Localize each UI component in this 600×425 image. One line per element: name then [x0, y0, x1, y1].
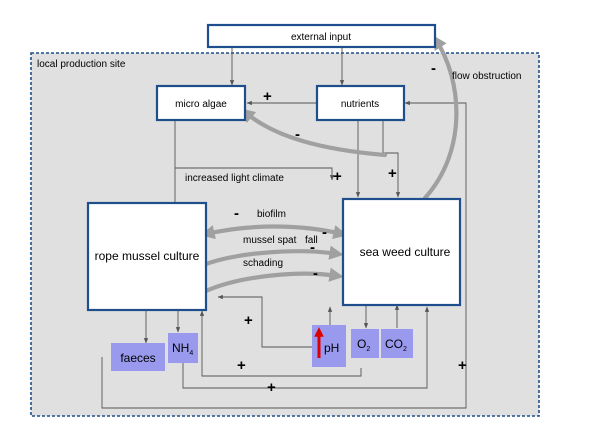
node-nutrients: nutrients	[315, 84, 406, 122]
sign-minus-biofilm-right: -	[322, 224, 327, 241]
node-nh4: NH4	[168, 333, 198, 363]
edge-o2-to-mussel	[199, 310, 362, 377]
arrow-biofilm	[200, 224, 348, 240]
sign-minus-schading: -	[313, 265, 318, 282]
sign-plus-light: +	[333, 168, 342, 185]
node-faeces: faeces	[111, 343, 165, 371]
label-increased-light: increased light climate	[185, 173, 284, 184]
svg-text:rope mussel culture: rope mussel culture	[95, 249, 200, 263]
edge-light-to-seaweed	[175, 167, 335, 181]
sign-minus-mussel-spat: -	[310, 239, 315, 256]
sign-plus-nutrients-seaweed: +	[388, 165, 397, 182]
sign-plus-nh4-seaweed: +	[267, 379, 276, 396]
node-sea-weed-culture: sea weed culture	[341, 197, 462, 307]
arrow-mussel-spat	[203, 245, 344, 267]
label-schading: schading	[243, 258, 283, 269]
svg-text:CO2: CO2	[385, 337, 407, 353]
arrow-schading	[203, 267, 344, 294]
svg-text:sea weed culture: sea weed culture	[360, 245, 451, 259]
svg-text:external input: external input	[291, 32, 351, 43]
edge-nutrients-to-seaweed-1	[382, 120, 401, 198]
svg-text:pH: pH	[324, 341, 339, 355]
sign-plus-o2: +	[237, 357, 246, 374]
sign-minus-flow-obstruction: -	[431, 60, 436, 77]
node-ph: pH	[312, 325, 346, 367]
svg-text:faeces: faeces	[120, 351, 155, 365]
node-o2: O2	[351, 329, 379, 358]
arrow-seaweed-to-external	[422, 35, 459, 201]
svg-text:O2: O2	[357, 337, 370, 353]
edge-nh4-to-seaweed	[182, 306, 430, 389]
sign-minus-nutrients-algae: -	[295, 126, 300, 143]
sign-plus-ph-mussel: +	[244, 312, 253, 329]
svg-text:nutrients: nutrients	[341, 99, 379, 110]
sign-plus-nutrients-algae: +	[263, 88, 272, 105]
node-micro-algae: micro algae	[155, 84, 247, 122]
node-rope-mussel-culture: rope mussel culture	[86, 201, 208, 312]
node-external-input: external input	[206, 23, 437, 49]
svg-text:micro algae: micro algae	[175, 99, 227, 110]
label-flow-obstruction: flow obstruction	[452, 71, 521, 82]
edge-nh4-to-nutrients	[101, 100, 467, 409]
label-mussel-spat: mussel spat	[243, 235, 297, 246]
arrow-nutrients-to-algae	[240, 108, 388, 158]
node-co2: CO2	[381, 329, 413, 358]
edge-ph-to-mussel	[217, 294, 312, 348]
svg-text:NH4: NH4	[172, 341, 193, 357]
label-biofilm: biofilm	[257, 209, 286, 220]
sign-minus-biofilm-left: -	[234, 205, 239, 222]
label-fall: fall	[305, 235, 318, 246]
local-production-site-label: local production site	[37, 59, 126, 70]
sign-plus-nh4-nutrients: +	[458, 357, 467, 374]
